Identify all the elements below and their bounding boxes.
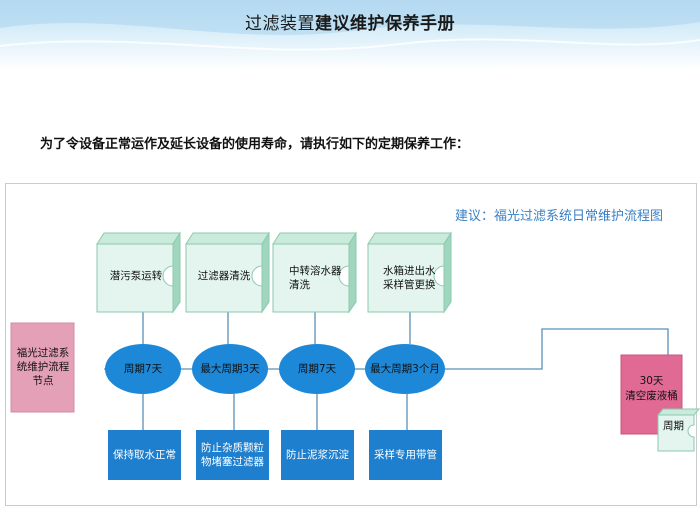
diagram-title: 建议：福光过滤系统日常维护流程图: [455, 209, 664, 224]
period-label-1: 周期7天: [123, 363, 163, 375]
header-wave-decoration: [0, 0, 700, 51]
purpose-box-4: [369, 430, 442, 480]
page-title: 过滤装置建议维护保养手册: [0, 9, 700, 34]
end-period-card: [656, 408, 700, 452]
task-label-4: 水箱进出水采样管更换: [383, 265, 436, 291]
task-label-3: 中转溶水器清洗: [289, 265, 342, 291]
period-ellipse-1: [105, 344, 181, 394]
purpose-label-2: 防止杂质颗粒物堵塞过滤器: [201, 442, 264, 468]
start-node-label: 福光过滤系统维护流程节点: [16, 347, 70, 387]
period-label-3: 周期7天: [297, 363, 337, 375]
purpose-label-4: 采样专用带管: [374, 449, 437, 461]
page-title-bold: 建议维护保养手册: [315, 14, 455, 34]
period-ellipse-4: [365, 344, 445, 394]
task-card-3: [272, 231, 357, 314]
purpose-box-3: [281, 430, 354, 480]
task-label-2: 过滤器清洗: [197, 270, 251, 282]
purpose-box-2: [196, 430, 269, 480]
end-card-label: 周期: [663, 420, 684, 432]
period-label-4: 最大周期3个月: [370, 363, 440, 375]
purpose-label-3: 防止泥浆沉淀: [286, 449, 349, 461]
task-label-1: 潜污泵运转: [109, 270, 163, 282]
purpose-label-1: 保持取水正常: [113, 449, 176, 461]
task-card-1: [96, 231, 181, 314]
start-node-box: [10, 322, 75, 413]
end-node-line1: 30天: [639, 375, 664, 387]
task-card-2: [185, 231, 270, 314]
intro-text: 为了令设备正常运作及延长设备的使用寿命，请执行如下的定期保养工作：: [40, 137, 470, 152]
task-card-4: [367, 231, 452, 314]
purpose-box-1: [108, 430, 181, 480]
period-ellipse-2: [192, 344, 268, 394]
end-node-line2: 清空废液桶: [625, 390, 678, 402]
end-branch-line: [444, 328, 669, 370]
page-title-plain: 过滤装置: [245, 14, 315, 34]
period-ellipse-3: [279, 344, 355, 394]
period-label-2: 最大周期3天: [200, 363, 260, 375]
